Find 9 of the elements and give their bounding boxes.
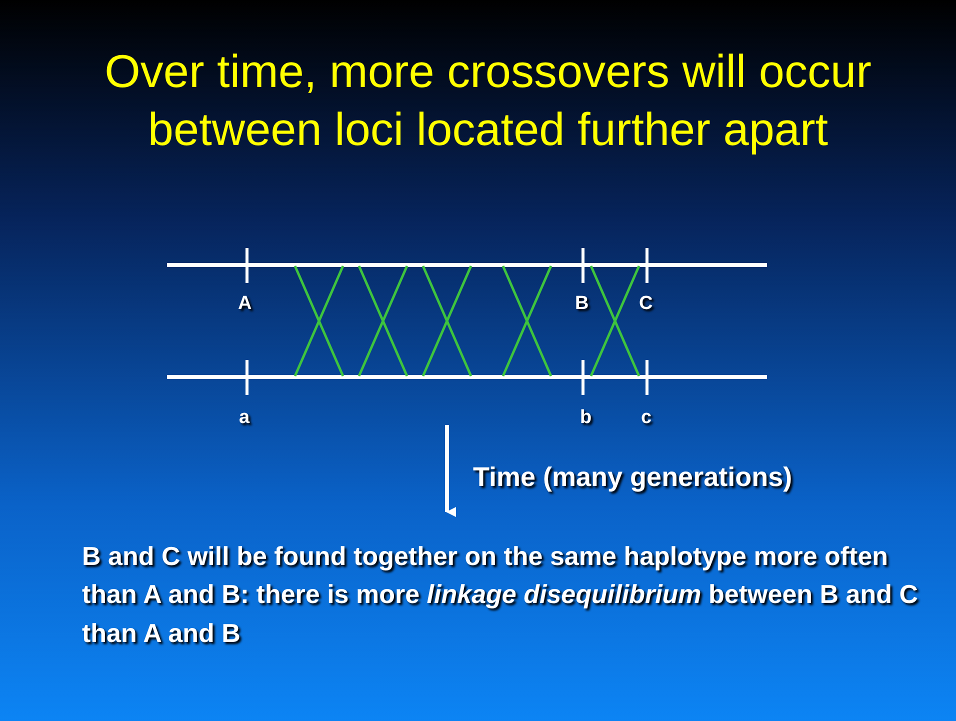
slide-title: Over time, more crossovers will occur between loci located further apart	[104, 44, 872, 157]
locus-label: B	[575, 292, 589, 316]
conclusion-text: B and C will be found together on the same haplotype more often than A and B: there is more linkage disequilibrium between B and C than A and B	[82, 540, 919, 650]
locus-label: C	[639, 292, 653, 316]
locus-label: a	[239, 406, 250, 430]
locus-label: c	[641, 406, 652, 430]
locus-label: b	[580, 406, 592, 430]
locus-label: A	[238, 292, 252, 316]
time-label: Time (many generations)	[473, 461, 792, 494]
